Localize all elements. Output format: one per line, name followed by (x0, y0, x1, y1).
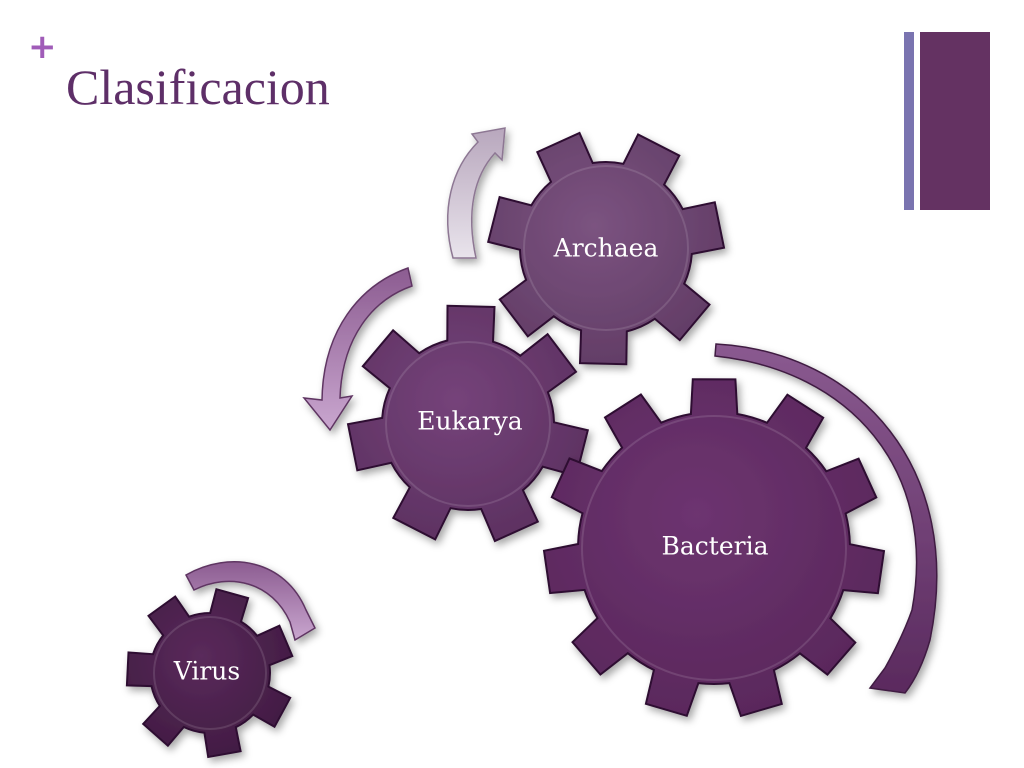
gear-label-archaea: Archaea (553, 234, 659, 263)
gear-bacteria-highlight (581, 415, 847, 681)
gear-label-eukarya: Eukarya (417, 407, 522, 436)
gear-archaea-body (486, 131, 726, 366)
gear-archaea (486, 131, 726, 366)
gear-bacteria (542, 378, 886, 718)
gear-virus (125, 587, 294, 759)
arrow-bacteria (714, 343, 938, 694)
gear-virus-body (125, 587, 294, 759)
gear-eukarya (346, 304, 590, 543)
arrow-archaea (447, 127, 506, 259)
gear-eukarya-body (346, 304, 590, 543)
gear-label-virus: Virus (173, 657, 241, 686)
title-plus-icon: + (28, 27, 57, 67)
gear-bacteria-body (542, 378, 886, 718)
gear-eukarya-highlight (385, 341, 551, 507)
accent-bar-thin (904, 32, 914, 210)
gear-archaea-highlight (523, 165, 689, 331)
arrow-eukarya (302, 267, 413, 432)
accent-bar-thick (920, 32, 990, 210)
gear-label-bacteria: Bacteria (662, 532, 769, 561)
arrow-virus (184, 561, 316, 642)
page-title: Clasificacion (66, 59, 330, 115)
gear-virus-highlight (153, 616, 267, 730)
